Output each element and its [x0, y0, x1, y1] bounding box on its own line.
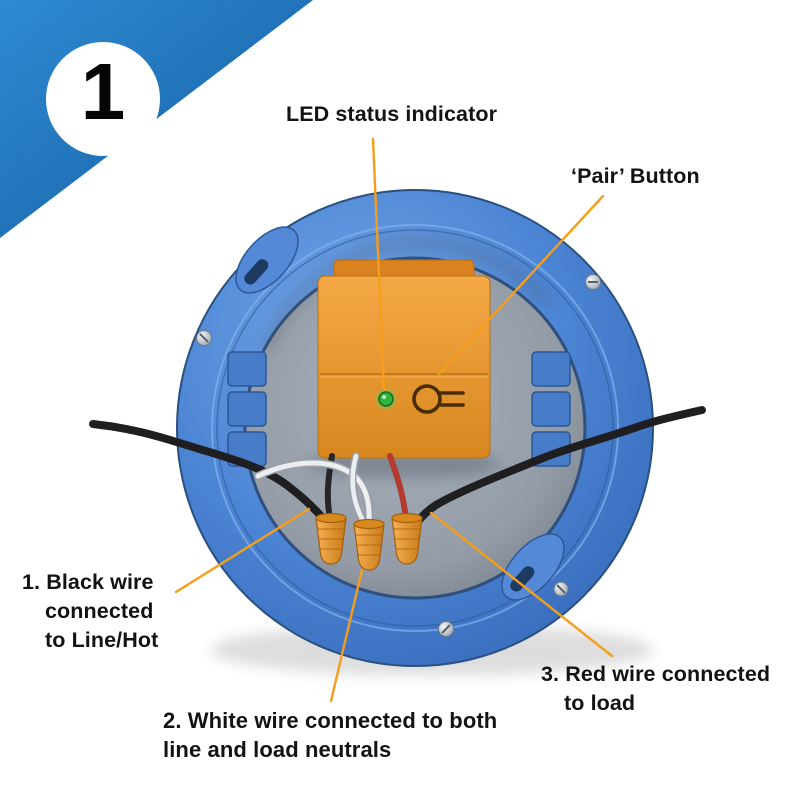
pair-callout-line [437, 194, 605, 376]
pair-button-icon [412, 384, 465, 414]
corner-ribbon [0, 0, 313, 238]
wire-nut-white [353, 518, 385, 571]
white-wire [255, 460, 372, 526]
mounting-tab-lower [501, 533, 565, 601]
led-indicator [375, 388, 397, 410]
screw-icon [438, 621, 454, 637]
screw-icon [585, 274, 601, 290]
step-number: 1 [80, 47, 126, 136]
black-wire-load [413, 406, 706, 527]
smart-module [317, 259, 491, 459]
led-status-label: LED status indicator [286, 100, 497, 129]
wire-nuts [315, 512, 423, 571]
red-wire-label: 3. Red wire connected to load [541, 660, 770, 718]
white-pigtail [350, 453, 366, 524]
led-callout-line [371, 137, 386, 392]
screw-icon [196, 330, 212, 346]
black-wire-callout-line [174, 507, 311, 594]
pair-button-label: ‘Pair’ Button [571, 162, 700, 191]
white-wire-label-line2: line and load neutrals [163, 737, 392, 763]
black-wire-label: 1. Black wire connected to Line/Hot [22, 568, 158, 654]
red-wire-label-line1: 3. Red wire connected [541, 662, 771, 686]
pair-button-label-text: ‘Pair’ Button [571, 164, 700, 188]
led-status-label-text: LED status indicator [286, 102, 498, 126]
step-badge-circle [46, 42, 160, 156]
callout-lines [174, 137, 614, 703]
retaining-clips-left [227, 351, 267, 467]
black-wire-label-line2: connected [45, 598, 154, 623]
white-wire-label-line1: 2. White wire connected to both [163, 708, 498, 733]
black-wire-line [89, 420, 331, 527]
red-wire-callout-line [429, 511, 614, 658]
wire-nut-red [391, 512, 423, 565]
black-wire-label-line1: 1. Black wire [22, 570, 154, 594]
retaining-clips-right [531, 351, 571, 467]
red-wire-label-line2: to load [564, 690, 636, 715]
tab-slot [510, 566, 535, 592]
black-wire-label-line3: to Line/Hot [45, 627, 159, 652]
white-wire-label: 2. White wire connected to both line and… [163, 706, 497, 765]
white-wire-callout-line [329, 568, 364, 703]
screw-icon [553, 581, 569, 597]
mounting-tab-upper [235, 226, 299, 294]
tab-slot [244, 259, 269, 285]
wires [89, 406, 706, 527]
flange-screws [196, 274, 601, 637]
wire-nut-black [315, 512, 347, 565]
